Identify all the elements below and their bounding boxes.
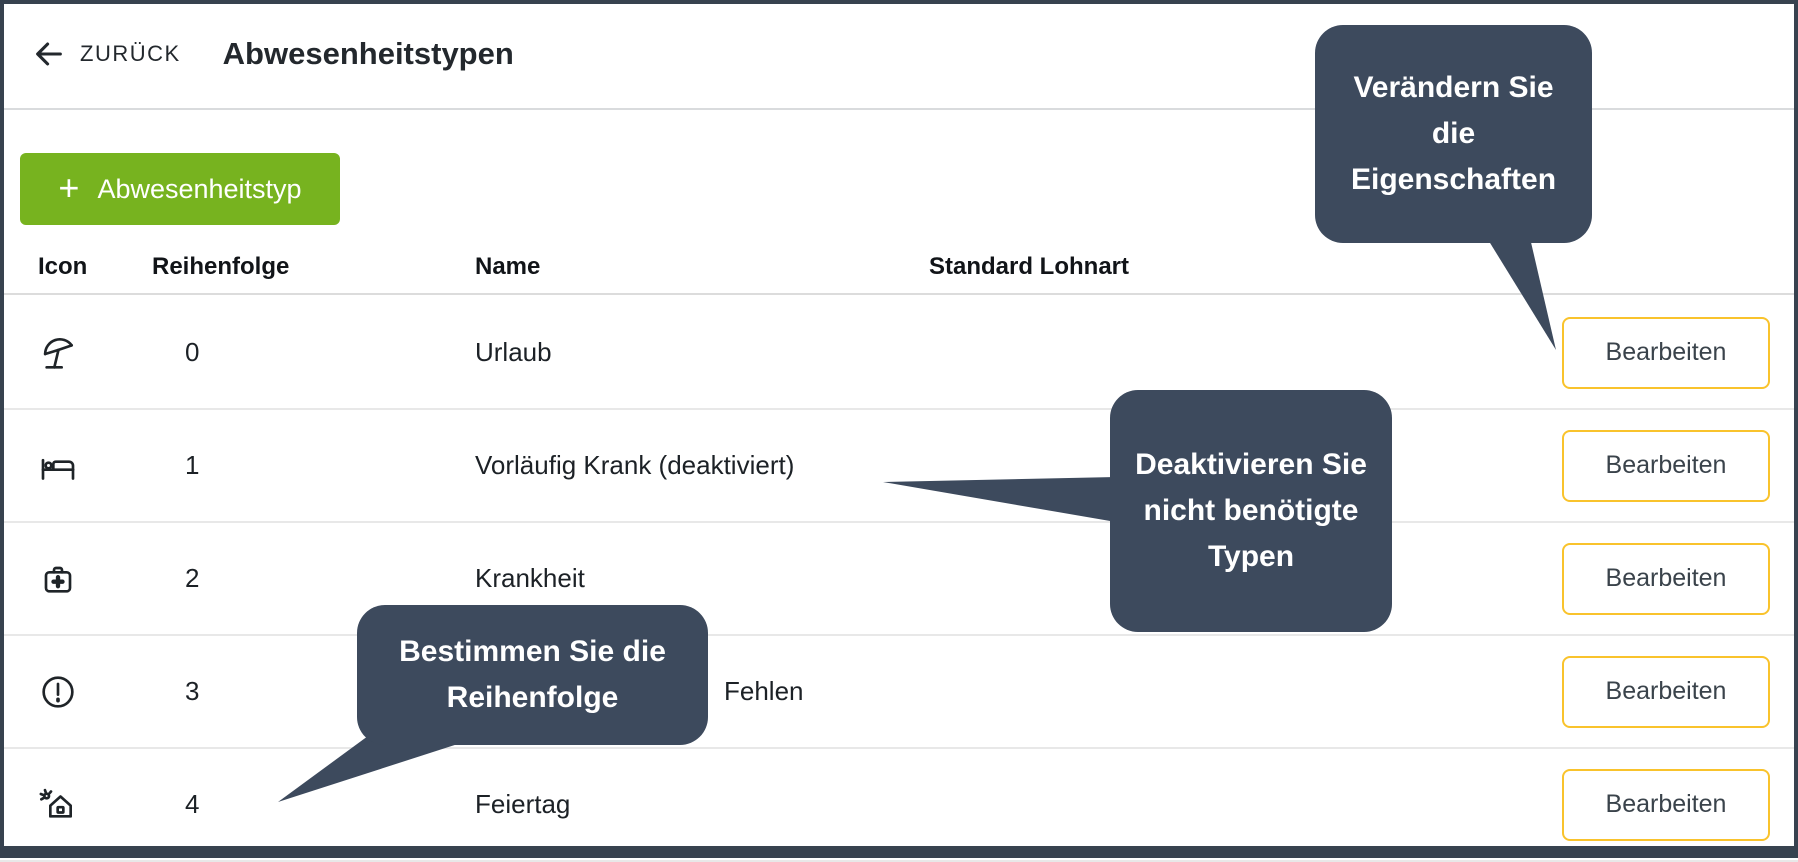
- absence-order: 3: [185, 676, 200, 706]
- absence-order: 1: [185, 450, 200, 480]
- back-arrow-icon: [32, 37, 66, 71]
- holiday-home-icon: [38, 785, 152, 825]
- edit-button[interactable]: Bearbeiten: [1562, 316, 1770, 389]
- coach-mark-tail: [278, 736, 464, 802]
- absence-order: 2: [185, 563, 200, 593]
- absence-name: Feiertag: [475, 789, 571, 819]
- absence-order: 0: [185, 337, 200, 367]
- absence-name: Fehlen: [724, 676, 804, 706]
- back-label: ZURÜCK: [80, 41, 181, 66]
- add-absence-type-label: Abwesenheitstyp: [97, 173, 302, 204]
- add-absence-type-button[interactable]: + Abwesenheitstyp: [20, 153, 340, 225]
- coach-mark-tail: [1487, 238, 1556, 350]
- column-header-name: Name: [475, 252, 541, 280]
- beach-umbrella-icon: [38, 333, 152, 373]
- table-row: 2 Krankheit Bearbeiten: [0, 523, 1798, 636]
- plus-icon: +: [58, 166, 80, 208]
- column-header-order: Reihenfolge: [152, 252, 290, 280]
- coach-mark-deactivate-types: Deaktivieren Sie nicht benötigte Typen: [1110, 390, 1392, 632]
- absence-type-table: 0 Urlaub Bearbeiten 1 Vorläufig Krank (d…: [0, 297, 1798, 862]
- back-button[interactable]: ZURÜCK: [32, 37, 181, 71]
- coach-mark-set-order: Bestimmen Sie die Reihenfolge: [357, 605, 708, 745]
- edit-button[interactable]: Bearbeiten: [1562, 429, 1770, 502]
- table-row: 0 Urlaub Bearbeiten: [0, 297, 1798, 410]
- absence-name: Vorläufig Krank (deaktiviert): [475, 450, 795, 480]
- column-header-wage-type: Standard Lohnart: [929, 252, 1130, 280]
- edit-button[interactable]: Bearbeiten: [1562, 768, 1770, 841]
- alert-circle-icon: [38, 672, 152, 712]
- coach-mark-tail: [883, 477, 1116, 522]
- absence-name: Krankheit: [475, 563, 585, 593]
- table-row: 1 Vorläufig Krank (deaktiviert) Bearbeit…: [0, 410, 1798, 523]
- absence-name: Urlaub: [475, 337, 552, 367]
- first-aid-kit-icon: [38, 559, 152, 599]
- absence-order: 4: [185, 789, 200, 819]
- table-header: Icon Reihenfolge Name Standard Lohnart: [0, 240, 1798, 295]
- table-row: 3 Fehlen Bearbeiten: [0, 636, 1798, 749]
- bed-icon: [38, 446, 152, 486]
- edit-button[interactable]: Bearbeiten: [1562, 542, 1770, 615]
- coach-mark-edit-properties: Verändern Sie die Eigenschaften: [1315, 25, 1592, 243]
- edit-button[interactable]: Bearbeiten: [1562, 655, 1770, 728]
- column-header-icon: Icon: [38, 252, 88, 280]
- page-title: Abwesenheitstypen: [222, 36, 514, 71]
